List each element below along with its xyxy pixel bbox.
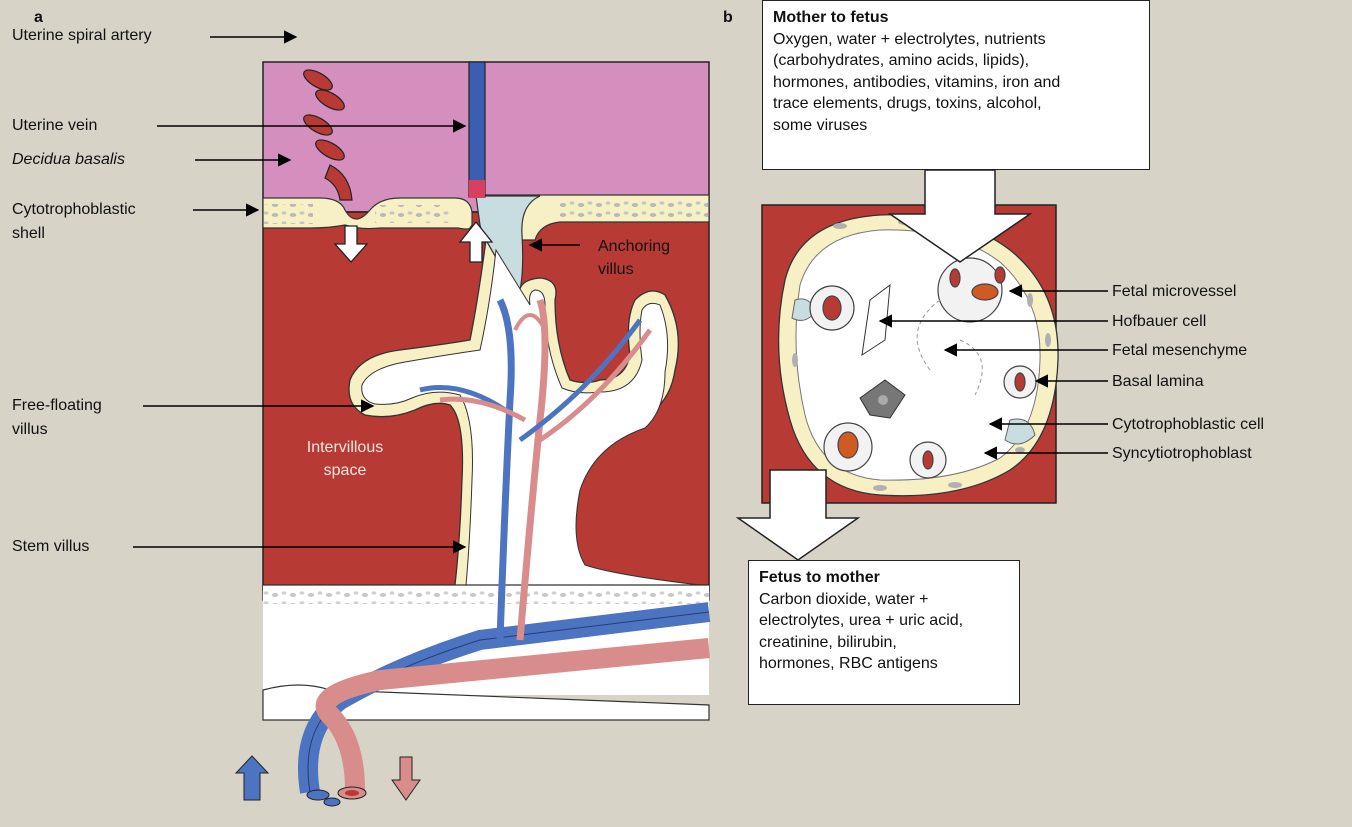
fetus-to-mother-box: Fetus to mother Carbon dioxide, water + … [748, 560, 1020, 705]
label-free-floating-villus-2: villus [12, 419, 48, 440]
label-anchoring-villus-1: Anchoring [598, 236, 670, 257]
artery-in-arrow [392, 757, 420, 800]
fetus-to-mother-body: Carbon dioxide, water + electrolytes, ur… [759, 589, 1009, 675]
label-free-floating-villus-1: Free-floating [12, 395, 102, 416]
label-intervillous-space-1: Intervillous [290, 437, 400, 458]
label-uterine-vein: Uterine vein [12, 115, 97, 136]
label-decidua-basalis: Decidua basalis [12, 149, 125, 170]
panel-a-drawing [133, 37, 709, 806]
mother-to-fetus-box: Mother to fetus Oxygen, water + electrol… [762, 0, 1150, 170]
panel-b-drawing [738, 170, 1108, 560]
label-fetal-microvessel: Fetal microvessel [1112, 281, 1236, 302]
fetus-to-mother-title: Fetus to mother [759, 567, 1009, 589]
panel-b-letter: b [723, 9, 733, 27]
label-anchoring-villus-2: villus [598, 259, 634, 280]
label-syncytiotrophoblast: Syncytiotrophoblast [1112, 443, 1252, 464]
label-hofbauer-cell: Hofbauer cell [1112, 311, 1206, 332]
label-uterine-spiral-artery: Uterine spiral artery [12, 25, 152, 46]
mother-to-fetus-body: Oxygen, water + electrolytes, nutrients … [773, 29, 1139, 137]
label-intervillous-space-2: space [290, 460, 400, 481]
label-cytotrophoblastic-cell: Cytotrophoblastic cell [1112, 414, 1264, 435]
label-fetal-mesenchyme: Fetal mesenchyme [1112, 340, 1247, 361]
label-cytotrophoblastic-shell-1: Cytotrophoblastic [12, 199, 136, 220]
vein-out-arrow [236, 756, 268, 800]
mother-to-fetus-title: Mother to fetus [773, 7, 1139, 29]
uterine-vein [469, 62, 485, 197]
label-basal-lamina: Basal lamina [1112, 371, 1204, 392]
label-cytotrophoblastic-shell-2: shell [12, 223, 45, 244]
label-stem-villus: Stem villus [12, 536, 89, 557]
